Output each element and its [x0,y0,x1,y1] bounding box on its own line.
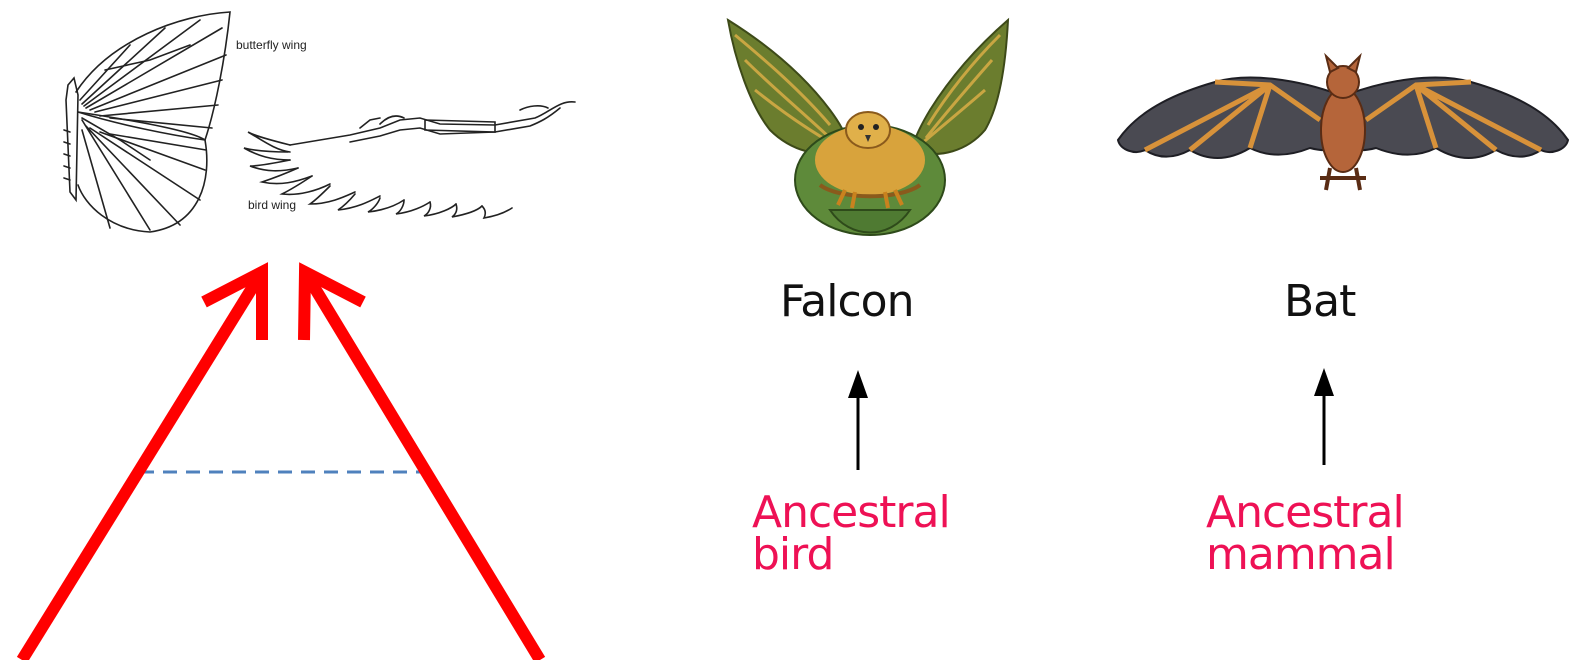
bat-ancestor-label: Ancestral mammal [1206,492,1404,576]
falcon-ancestor-line2: bird [752,534,950,576]
bat-image [1118,56,1568,190]
falcon-ancestor-line1: Ancestral [752,492,950,534]
falcon-ancestry-arrow [848,370,868,470]
falcon-label: Falcon [780,276,913,327]
falcon-image [728,20,1008,235]
bat-ancestry-arrow [1314,368,1334,465]
bat-ancestor-line2: mammal [1206,534,1404,576]
falcon-ancestor-label: Ancestral bird [752,492,950,576]
bat-ancestor-line1: Ancestral [1206,492,1404,534]
bat-label: Bat [1284,276,1355,327]
